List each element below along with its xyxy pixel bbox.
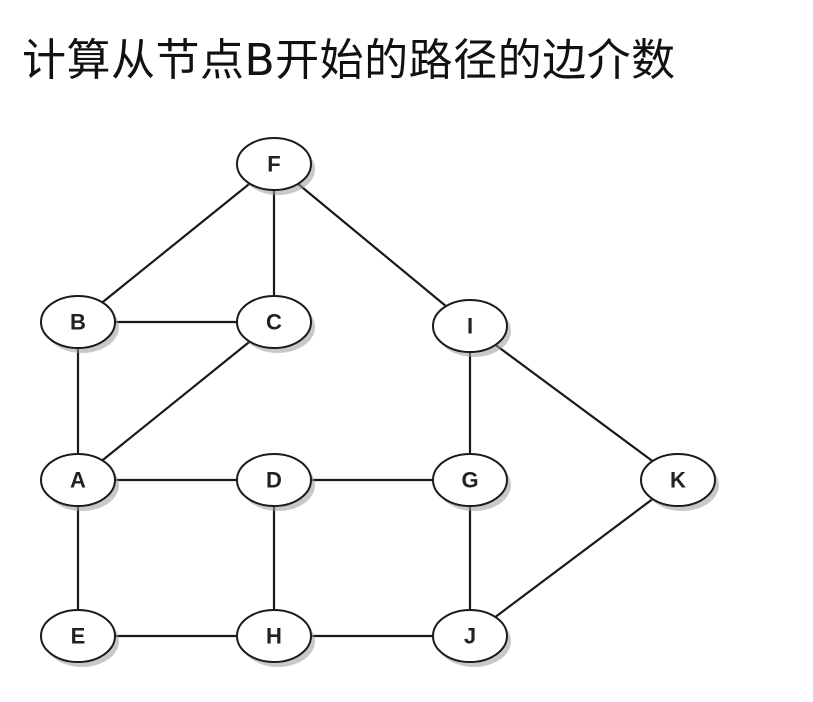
nodes-layer: F B C I A D G K E H J xyxy=(40,137,719,667)
node-ellipse xyxy=(640,453,716,507)
node-ellipse xyxy=(40,295,116,349)
node-label: H xyxy=(266,624,282,649)
node-label: D xyxy=(266,468,282,493)
node-h: H xyxy=(236,609,315,667)
edge-c-a xyxy=(77,321,275,481)
node-label: I xyxy=(467,314,473,339)
node-b: B xyxy=(40,295,119,353)
node-label: K xyxy=(670,468,686,493)
node-d: D xyxy=(236,453,315,511)
node-label: J xyxy=(464,624,476,649)
node-e: E xyxy=(40,609,119,667)
node-ellipse xyxy=(40,609,116,663)
node-ellipse xyxy=(40,453,116,507)
edge-f-b xyxy=(77,163,275,323)
node-label: A xyxy=(70,468,86,493)
node-ellipse xyxy=(236,453,312,507)
node-j: J xyxy=(432,609,511,667)
page-title: 计算从节点B开始的路径的边介数 xyxy=(22,35,676,86)
node-label: G xyxy=(461,468,478,493)
edge-f-i xyxy=(273,163,471,327)
node-label: E xyxy=(71,624,86,649)
node-i: I xyxy=(432,299,511,357)
node-f: F xyxy=(236,137,315,195)
node-ellipse xyxy=(236,609,312,663)
node-g: G xyxy=(432,453,511,511)
node-ellipse xyxy=(432,453,508,507)
edge-i-k xyxy=(469,325,679,481)
node-k: K xyxy=(640,453,719,511)
edge-j-k xyxy=(469,479,679,637)
node-label: B xyxy=(70,310,86,335)
node-c: C xyxy=(236,295,315,353)
node-ellipse xyxy=(236,137,312,191)
node-label: C xyxy=(266,310,282,335)
node-ellipse xyxy=(432,609,508,663)
node-label: F xyxy=(267,152,280,177)
node-a: A xyxy=(40,453,119,511)
edges-layer xyxy=(76,163,679,638)
node-ellipse xyxy=(432,299,508,353)
node-ellipse xyxy=(236,295,312,349)
